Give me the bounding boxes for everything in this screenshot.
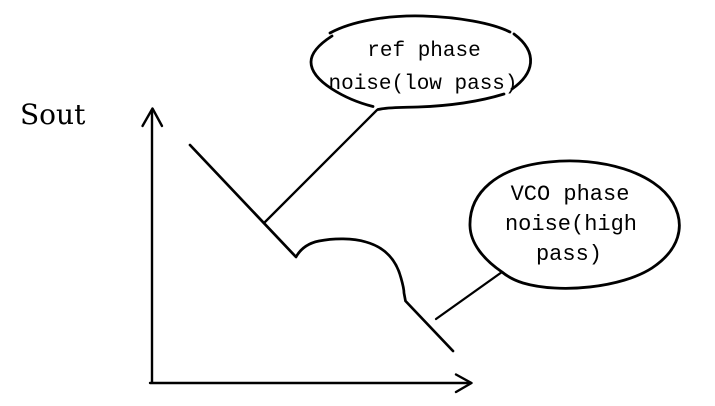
ref-leader-line	[263, 108, 379, 224]
vco-bubble-outline	[468, 159, 681, 290]
noise-curve	[188, 143, 455, 353]
ref-bubble-outline-bottom	[376, 92, 506, 111]
ref-bubble: ref phase noise(low pass)	[309, 14, 532, 111]
x-axis-arrowhead	[454, 373, 473, 394]
vco-bubble: VCO phase noise(high pass)	[468, 159, 681, 290]
y-axis-label: Sout	[20, 98, 86, 131]
y-axis-arrowhead	[141, 107, 164, 128]
ref-bubble-outline-left	[309, 34, 375, 108]
vco-leader-line	[434, 270, 504, 321]
ref-bubble-text-line2: noise(low pass)	[328, 73, 517, 96]
ref-bubble-outline-right	[510, 32, 532, 91]
vco-bubble-text-line3: pass)	[536, 242, 602, 267]
ref-bubble-text-line1: ref phase	[367, 40, 480, 63]
ref-bubble-outline-top	[328, 14, 512, 35]
vco-bubble-text-line1: VCO phase	[511, 182, 630, 207]
axes	[141, 107, 473, 394]
vco-bubble-text-line2: noise(high	[505, 212, 637, 237]
